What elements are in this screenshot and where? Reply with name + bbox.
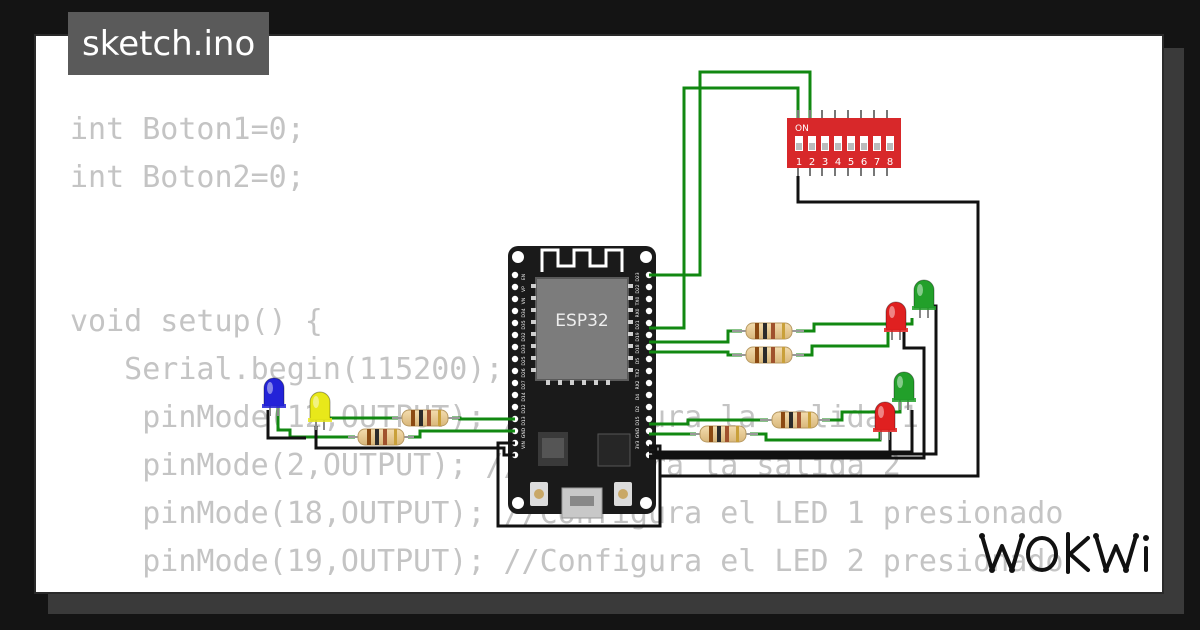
esp32-board[interactable]: ESP32 — [508, 246, 656, 519]
pin-label: D5 — [635, 358, 641, 364]
file-title: sketch.ino — [82, 23, 256, 64]
resistor-1[interactable] — [732, 322, 804, 340]
pin-label: D14 — [521, 392, 527, 401]
chip-label: ESP32 — [555, 311, 608, 331]
led-green-2[interactable] — [892, 371, 916, 410]
code-line: Serial.begin(115200); — [70, 352, 504, 387]
led-red-2[interactable] — [873, 401, 897, 440]
code-line: void setup() { — [70, 304, 323, 339]
pin-label: RX0 — [635, 308, 641, 317]
pin-label: GND — [635, 427, 641, 438]
pin-label: EN — [521, 274, 527, 280]
code-line: int Boton1=0; — [70, 112, 305, 147]
pin-label: D34 — [521, 308, 527, 317]
pin-label: D35 — [521, 320, 527, 329]
pin-label: D32 — [521, 332, 527, 341]
title-bar: sketch.ino — [68, 12, 270, 75]
pin-label: D19 — [635, 332, 641, 341]
dip-on-label: ON — [795, 124, 809, 134]
pin-label: D26 — [521, 368, 527, 377]
pin-label: D15 — [635, 416, 641, 425]
led-blue[interactable] — [262, 377, 286, 416]
pin-label: D18 — [635, 344, 641, 353]
pin-label: D25 — [521, 356, 527, 365]
dip-number: 4 — [835, 157, 841, 168]
pin-label: VN — [521, 298, 527, 304]
pin-label: D2 — [635, 406, 641, 412]
pin-label: D21 — [635, 320, 641, 329]
pin-label: RX2 — [635, 380, 641, 389]
pin-label: D13 — [521, 416, 527, 425]
pin-label: D22 — [635, 284, 641, 293]
dip-number: 1 — [796, 157, 802, 168]
wire-dip-gnd — [649, 176, 980, 478]
pin-label: D33 — [521, 344, 527, 353]
pin-label: D27 — [521, 380, 527, 389]
resistor-2[interactable] — [732, 346, 804, 364]
led-red-1[interactable] — [884, 301, 908, 340]
dip-number: 2 — [809, 157, 815, 168]
pin-label: D4 — [635, 394, 641, 400]
wire-d23-dip1 — [649, 70, 812, 277]
pin-label: GND — [521, 427, 527, 438]
dip-number: 8 — [887, 157, 893, 168]
wokwi-logo — [979, 532, 1149, 574]
black-wires — [266, 176, 980, 528]
dip-number: 5 — [848, 157, 854, 168]
dip-number: 3 — [822, 157, 828, 168]
resistor-4[interactable] — [690, 425, 758, 443]
dip-number: 7 — [874, 157, 880, 168]
pin-label: 3V3 — [635, 440, 641, 449]
pin-label: TX0 — [635, 297, 641, 307]
code-line: pinMode(19,OUTPUT); //Configura el LED 2… — [70, 544, 1064, 579]
led-yellow[interactable] — [308, 391, 332, 430]
wire-d21-dip2 — [649, 86, 800, 330]
resistor-5[interactable] — [392, 409, 460, 427]
pin-label: VP — [521, 286, 527, 292]
resistor-6[interactable] — [348, 428, 414, 446]
dip-number: 6 — [861, 157, 867, 168]
pin-label: D23 — [635, 272, 641, 281]
code-line: int Boton2=0; — [70, 160, 305, 195]
pin-label: TX2 — [635, 369, 641, 379]
pin-label: VIN — [521, 441, 527, 449]
pin-label: D12 — [521, 404, 527, 413]
led-green-1[interactable] — [912, 279, 936, 318]
resistor-3[interactable] — [760, 411, 830, 429]
